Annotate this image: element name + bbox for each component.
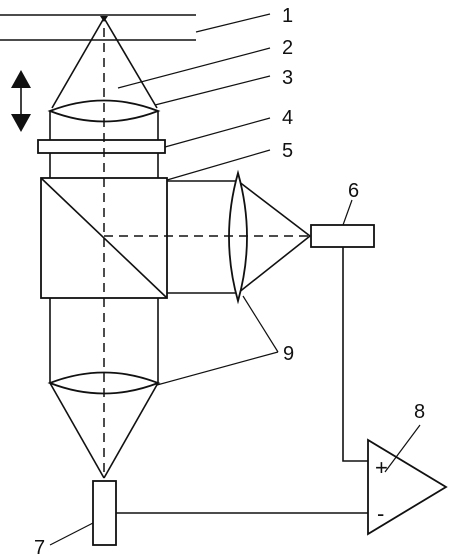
label-1: 1 bbox=[282, 5, 293, 27]
differential-amplifier bbox=[367, 438, 448, 536]
detector-7 bbox=[92, 480, 117, 546]
detector-6 bbox=[310, 224, 375, 248]
label-leaders bbox=[49, 13, 421, 546]
label-7: 7 bbox=[34, 537, 45, 559]
label-2: 2 bbox=[282, 37, 293, 59]
label-8: 8 bbox=[414, 401, 425, 423]
sample-surface bbox=[0, 14, 196, 41]
label-4: 4 bbox=[282, 107, 293, 129]
focus-cone-bottom bbox=[49, 382, 159, 479]
optical-axis bbox=[103, 28, 310, 478]
label-3: 3 bbox=[282, 67, 293, 89]
double-arrow-vertical-icon bbox=[11, 70, 31, 132]
side-lens bbox=[228, 169, 248, 305]
label-5: 5 bbox=[282, 140, 293, 162]
side-beam bbox=[167, 180, 311, 294]
amplifier-minus-sign: - bbox=[377, 501, 384, 526]
filter-plate bbox=[37, 139, 166, 154]
label-6: 6 bbox=[348, 180, 359, 202]
focus-cone-top bbox=[51, 16, 158, 109]
amplifier-plus-sign: + bbox=[375, 455, 388, 480]
signal-wires bbox=[116, 247, 368, 514]
label-9: 9 bbox=[283, 343, 294, 365]
